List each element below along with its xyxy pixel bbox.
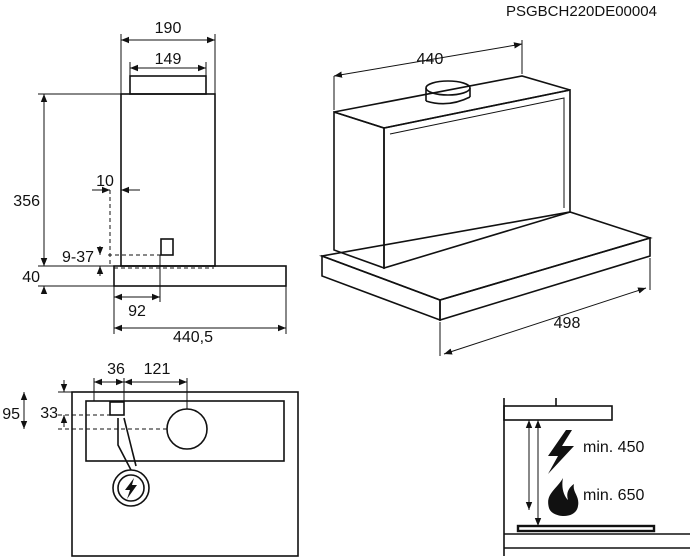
electrical-callout-line-2 — [123, 417, 137, 467]
dim-95-label: 95 — [2, 406, 20, 423]
iso-side-face — [383, 89, 571, 270]
electrical-callout-circle — [112, 469, 150, 507]
iso-dim-440-label: 440 — [417, 51, 444, 68]
electrical-callout-line — [117, 418, 132, 471]
bottom-duct-circle — [166, 408, 208, 450]
iso-inner-edge — [389, 97, 565, 208]
lightning-icon — [548, 430, 574, 474]
dim-92-label: 92 — [128, 303, 146, 320]
dim-10-label: 10 — [96, 173, 114, 190]
iso-top-face — [333, 75, 571, 129]
clearance-view: min. 450 min. 650 — [503, 398, 690, 556]
drawing-code: PSGBCH220DE00004 — [506, 3, 657, 20]
iso-dim-498-label: 498 — [554, 315, 581, 332]
bottom-view: 36 121 95 33 — [2, 361, 299, 557]
dim-36-label: 36 — [107, 361, 125, 378]
isometric-view: 440 498 — [318, 40, 653, 356]
dim-121-label: 121 — [144, 361, 171, 378]
dim-9-37-label: 9-37 — [62, 249, 94, 266]
bottom-outline — [71, 391, 299, 557]
clearance-hob — [516, 524, 656, 533]
iso-front-face — [333, 110, 385, 270]
dim-40-label: 40 — [22, 269, 40, 286]
side-body — [120, 93, 216, 267]
side-socket — [160, 238, 174, 256]
electric-bolt-icon — [125, 478, 137, 499]
dim-33-label: 33 — [40, 405, 58, 422]
iso-dim-line-498 — [443, 287, 647, 355]
dim-149-label: 149 — [155, 51, 182, 68]
side-view: 190 149 356 40 10 9-37 92 440,5 — [13, 20, 287, 346]
iso-visor-side — [439, 236, 651, 322]
side-duct-collar — [129, 75, 207, 95]
bottom-filter-panel — [85, 400, 285, 462]
dim-190-label: 190 — [155, 20, 182, 37]
clearance-hood — [503, 405, 613, 421]
dim-440-5-label: 440,5 — [173, 329, 213, 346]
clearance-electric-label: min. 450 — [583, 439, 644, 456]
clearance-gas-label: min. 650 — [583, 487, 644, 504]
iso-dim-line-440 — [333, 42, 523, 78]
electrical-callout-inner — [117, 474, 145, 502]
side-visor — [113, 265, 287, 287]
iso-visor-front — [321, 254, 441, 322]
bottom-socket — [109, 401, 125, 416]
flame-icon — [548, 478, 579, 516]
iso-duct-base — [425, 96, 471, 105]
dim-356-label: 356 — [13, 193, 40, 210]
